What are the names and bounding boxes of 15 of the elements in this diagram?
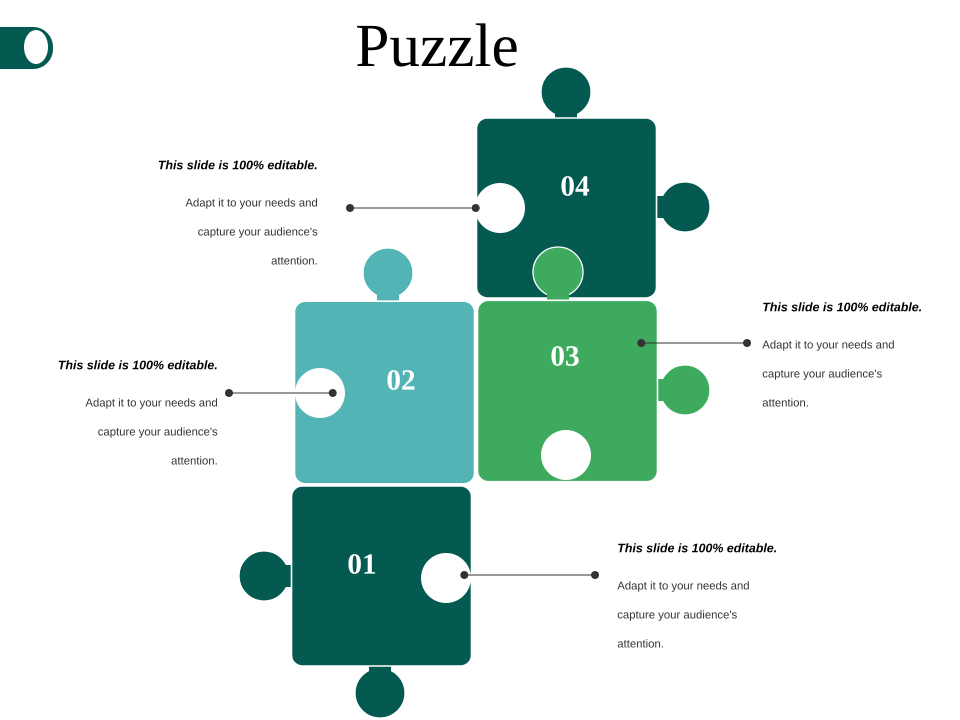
body-text: Adapt it to your needs and capture your audience's attention.: [762, 340, 894, 407]
puzzle-piece: 03: [476, 246, 711, 482]
heading: This slide is 100% editable.: [158, 160, 317, 170]
body-text: Adapt it to your needs and capture your audience's attention.: [85, 398, 218, 465]
heading: This slide is 100% editable.: [618, 543, 776, 552]
puzzle-piece: 01: [238, 485, 472, 719]
title: Puzzle: [357, 23, 517, 67]
puzzle-piece: 04: [475, 66, 711, 299]
body-text: Adapt it to your needs and capture your audience's attention.: [617, 581, 749, 648]
leader-line: [225, 389, 337, 397]
heading: This slide is 100% editable.: [763, 302, 922, 312]
leader-line: [637, 339, 751, 347]
leader-line: [460, 571, 599, 579]
leader-line: [346, 204, 480, 212]
heading: This slide is 100% editable.: [58, 360, 217, 370]
